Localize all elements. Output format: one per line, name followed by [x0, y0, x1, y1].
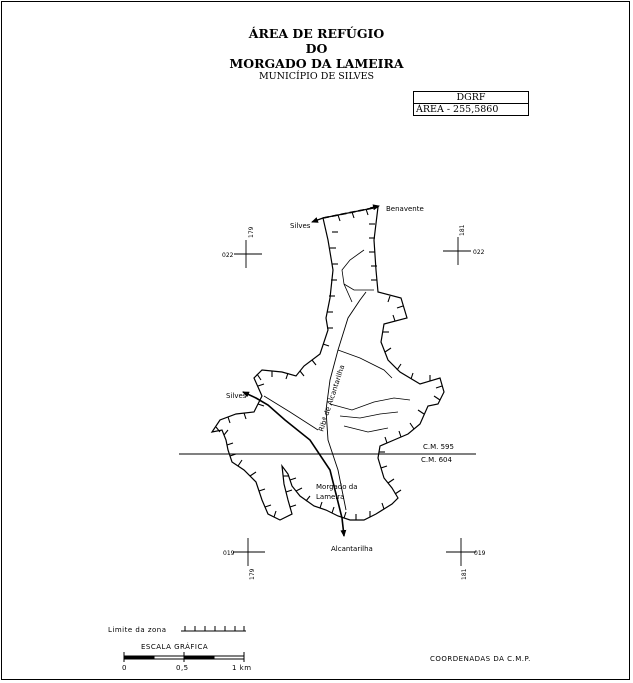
grid-label-br-h: 019	[474, 550, 486, 557]
arrow-benavente	[369, 204, 380, 211]
zone-boundary-ticks	[215, 208, 443, 520]
scale-tick-0: 0	[122, 664, 127, 672]
arrow-silves-top	[311, 217, 324, 223]
grid-crosses	[233, 237, 476, 566]
coordinates-note: COORDENADAS DA C.M.P.	[430, 655, 531, 663]
road-alcantarilha	[340, 517, 347, 537]
stream-3	[337, 349, 393, 379]
label-silves-left: Silves	[226, 392, 247, 400]
scale-bar	[123, 652, 245, 662]
label-morgado-2: Lameira	[316, 493, 344, 501]
road-to-benavente	[322, 206, 379, 219]
stream-6	[343, 425, 389, 433]
title-line-3: MORGADO DA LAMEIRA	[229, 56, 404, 71]
label-silves-top: Silves	[290, 222, 311, 230]
grid-label-br-v: 181	[461, 568, 468, 580]
agency-label: DGRF	[414, 92, 528, 104]
grid-label-bl-h: 019	[223, 550, 235, 557]
stream-7	[263, 395, 319, 431]
label-cm604: C.M. 604	[421, 456, 453, 464]
grid-label-tr-h: 022	[473, 249, 485, 256]
label-benavente: Benavente	[386, 205, 424, 213]
scale-tick-1km: 1 km	[232, 664, 252, 672]
river-alcantarilha	[325, 291, 367, 511]
grid-label-tr-v: 181	[459, 224, 466, 236]
legend-zone-limit-label: Limite da zona	[108, 626, 167, 634]
stream-5	[339, 411, 399, 419]
road-silves-west	[242, 391, 343, 519]
grid-label-tl-v: 179	[248, 226, 255, 238]
grid-label-bl-v: 179	[249, 568, 256, 580]
stream-1	[341, 249, 365, 303]
scale-title: ESCALA GRÁFICA	[141, 643, 209, 651]
stream-2	[343, 283, 374, 291]
zone-boundary	[210, 206, 445, 521]
title-line-2: DO	[305, 41, 328, 56]
subtitle: MUNICÍPIO DE SILVES	[258, 71, 375, 82]
stream-4	[329, 397, 411, 411]
area-badge: DGRF ÁREA - 255,5860	[413, 91, 529, 116]
label-cm595: C.M. 595	[423, 443, 454, 451]
area-value: ÁREA - 255,5860	[416, 104, 499, 115]
title-line-1: ÁREA DE REFÚGIO	[248, 26, 385, 41]
label-alcantarilha: Alcantarilha	[331, 545, 373, 553]
title-block: ÁREA DE REFÚGIO DO MORGADO DA LAMEIRA MU…	[0, 26, 633, 82]
legend-zone-limit-symbol	[181, 626, 246, 632]
scale-tick-half: 0,5	[176, 664, 189, 672]
grid-label-tl-h: 022	[222, 252, 234, 259]
label-morgado-1: Morgado da	[316, 483, 358, 491]
